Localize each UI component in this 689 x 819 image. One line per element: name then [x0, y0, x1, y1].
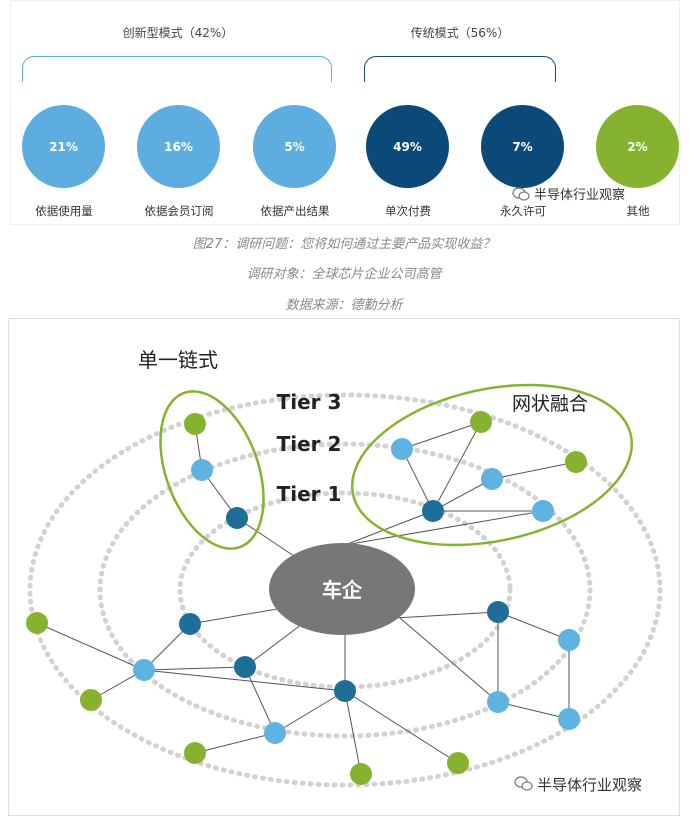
chain-label: 单一链式: [138, 348, 218, 372]
subscription-label: 依据会员订阅: [144, 204, 214, 218]
caption-source: 数据来源：德勤分析: [285, 298, 403, 313]
outcome-based-label: 依据产出结果: [260, 204, 330, 218]
wechat-icon: [514, 776, 533, 791]
tier2-node: [481, 468, 503, 490]
top-watermark: 半导体行业观察: [512, 184, 625, 203]
other-label: 其他: [626, 204, 650, 218]
tier3-orbit: [27, 392, 663, 788]
mesh-label: 网状融合: [512, 393, 588, 415]
tier1-node: [334, 680, 356, 702]
tier2-node: [558, 629, 580, 651]
wechat-icon: [512, 186, 530, 201]
tier3-node: [26, 612, 48, 634]
bottom-watermark: 半导体行业观察: [514, 776, 642, 794]
caption-respondents: 调研对象：全球芯片企业公司高管: [246, 267, 442, 282]
network-nodes: [26, 411, 587, 785]
oem-center-label: 车企: [322, 578, 363, 602]
innovative-group-title: 创新型模式（42%）: [122, 26, 234, 40]
top-watermark-text: 半导体行业观察: [534, 188, 626, 203]
tier2-node: [391, 438, 413, 460]
tier2-label: Tier 2: [277, 432, 342, 456]
tier2-orbit: [97, 441, 593, 739]
tier3-label: Tier 3: [277, 390, 342, 414]
tier3-node: [184, 742, 206, 764]
tier3-node: [565, 451, 587, 473]
tier2-node: [133, 659, 155, 681]
tier2-node: [532, 500, 554, 522]
other-circle: 2%: [596, 105, 679, 188]
oem-center-node: [269, 543, 415, 635]
tier3-node: [184, 413, 206, 435]
tier2-node: [264, 722, 286, 744]
single-payment-label: 单次付费: [385, 204, 431, 218]
outcome-based-circle: 5%: [253, 105, 336, 188]
tier2-node: [191, 459, 213, 481]
traditional-group-bracket: [364, 56, 556, 82]
revenue-model-figure: [10, 0, 680, 225]
tier3-node: [470, 411, 492, 433]
tier2-node: [558, 708, 580, 730]
caption-question: 图27：调研问题：您将如何通过主要产品实现收益？: [192, 237, 496, 252]
perpetual-license-circle: 7%: [481, 105, 564, 188]
bottom-watermark-text: 半导体行业观察: [537, 776, 642, 794]
chain-outline: [159, 390, 265, 550]
tier1-node: [226, 507, 248, 529]
tier3-node: [350, 763, 372, 785]
subscription-circle: 16%: [137, 105, 220, 188]
mesh-outline: [350, 383, 634, 547]
usage-based-label: 依据使用量: [35, 204, 93, 218]
tier1-node: [179, 613, 201, 635]
tier1-node: [487, 601, 509, 623]
innovative-group-bracket: [22, 56, 332, 82]
tier1-node: [422, 500, 444, 522]
usage-based-circle: 21%: [22, 105, 105, 188]
tier1-label: Tier 1: [277, 482, 342, 506]
tier3-node: [80, 689, 102, 711]
single-payment-circle: 49%: [366, 105, 449, 188]
traditional-group-title: 传统模式（56%）: [410, 26, 510, 40]
tier2-node: [487, 691, 509, 713]
tier3-node: [447, 752, 469, 774]
tier1-node: [234, 656, 256, 678]
perpetual-license-label: 永久许可: [500, 204, 546, 218]
